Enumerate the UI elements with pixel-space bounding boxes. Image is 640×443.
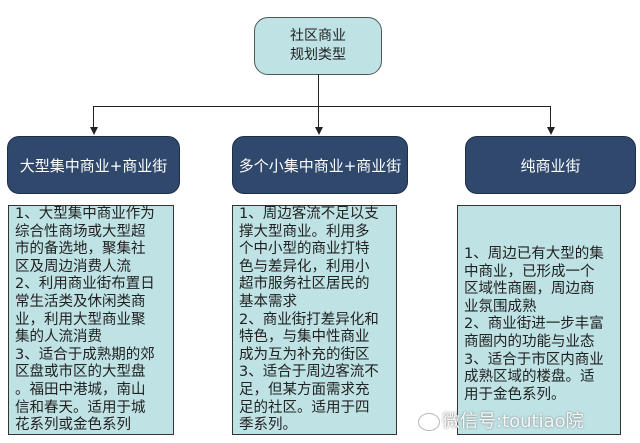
description-line: 1、大型集中商业作为 <box>15 206 155 222</box>
connector-right <box>550 106 551 128</box>
description-multiple-small: 1、周边客流不足以支撑大型商业。利用多个中小型的商业打特色与差异化，利用小超市服… <box>232 205 397 435</box>
description-line: 基本需求 <box>239 293 297 310</box>
description-line: 个中小型的商业打特 <box>239 241 370 258</box>
description-line: 综合性商场或大型超 <box>15 223 146 240</box>
root-node: 社区商业 规划类型 <box>254 17 382 75</box>
description-line: 足的社区。适用于四 <box>239 399 370 416</box>
description-line: 业氛围成熟 <box>464 298 537 315</box>
description-line: 区及周边消费人流 <box>15 258 131 275</box>
description-line: 用于金色系列。 <box>464 386 566 403</box>
description-line: 成为互为补充的街区 <box>239 346 370 363</box>
description-line: 集的人流消费 <box>15 329 102 346</box>
description-line: 撑大型商业。利用多 <box>239 223 370 240</box>
description-line: 1、周边客流不足以支 <box>239 206 379 222</box>
connector-horizontal <box>93 106 551 107</box>
description-line: 。福田中港城，南山 <box>15 381 146 398</box>
description-line: 足，但某方面需求充 <box>239 381 370 398</box>
arrow-down-icon <box>547 127 555 135</box>
description-line: 2、商业街打差异化和 <box>239 311 379 328</box>
connector-vertical-root <box>318 74 319 107</box>
category-large-centralized: 大型集中商业+商业街 <box>7 136 180 194</box>
description-line: 中商业，已形成一个 <box>464 263 595 280</box>
description-line: 区盘或市区的大型盘 <box>15 364 146 381</box>
arrow-down-icon <box>315 127 323 135</box>
root-line: 社区商业 <box>290 28 346 44</box>
description-line: 特色，与集中性商业 <box>239 329 370 346</box>
description-line: 3、适合于周边客流不 <box>239 364 379 381</box>
description-line: 超市服务社区居民的 <box>239 276 370 293</box>
description-line: 花系列或金色系列 <box>15 417 131 434</box>
root-line: 规划类型 <box>290 47 346 63</box>
description-line: 商圈内的功能与业态 <box>464 333 595 350</box>
description-line: 2、商业街进一步丰富 <box>464 316 604 333</box>
description-line: 成熟区域的楼盘。适 <box>464 369 595 386</box>
description-line: 常生活类及休闲类商 <box>15 293 146 310</box>
arrow-down-icon <box>90 127 98 135</box>
description-line: 1、周边已有大型的集 <box>464 246 604 262</box>
description-line: 2、利用商业街布置日 <box>15 276 155 293</box>
category-multiple-small: 多个小集中商业+商业街 <box>232 136 408 194</box>
description-line: 信和春天。适用于城 <box>15 399 146 416</box>
description-line: 季系列。 <box>239 417 297 434</box>
description-line: 市的备选地，聚集社 <box>15 241 146 258</box>
category-pure-street: 纯商业街 <box>465 136 636 194</box>
description-line: 色与差异化，利用小 <box>239 258 370 275</box>
description-line: 区域性商圈，周边商 <box>464 281 595 298</box>
watermark: 微信号:toutiao院 <box>442 411 584 432</box>
connector-middle <box>318 106 319 128</box>
connector-left <box>93 106 94 128</box>
description-line: 业，利用大型商业聚 <box>15 311 146 328</box>
wechat-icon <box>418 413 440 431</box>
description-line: 3、适合于市区内商业 <box>464 351 604 368</box>
description-line: 3、适合于成熟期的郊 <box>15 346 155 363</box>
